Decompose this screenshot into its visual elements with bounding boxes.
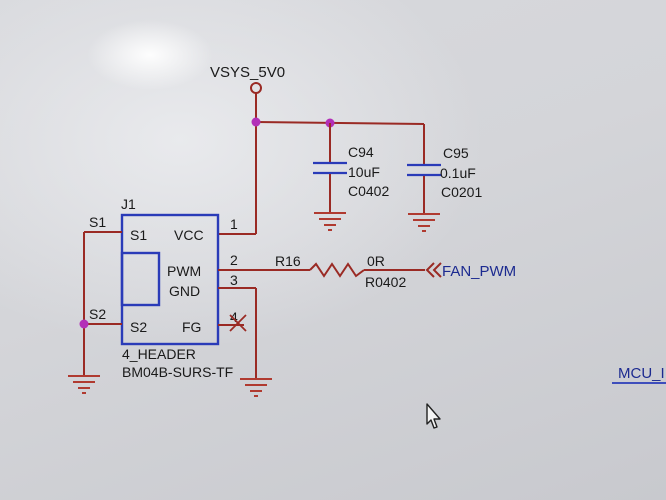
fan-pwm-net-label: FAN_PWM — [442, 263, 516, 280]
pin-label-fg: FG — [182, 319, 201, 335]
pin-label-vcc: VCC — [174, 227, 204, 243]
c94-value: 10uF — [348, 164, 380, 180]
mcu-net-label: MCU_I — [618, 365, 665, 382]
capacitor-c95 — [407, 124, 441, 232]
power-port-symbol — [250, 82, 262, 94]
pin-label-s2: S2 — [130, 319, 147, 335]
c95-value: 0.1uF — [440, 165, 476, 181]
pin-label-pwm: PWM — [167, 263, 201, 279]
resistor-ref: R16 — [275, 253, 301, 269]
connector-ref: J1 — [121, 196, 136, 212]
pin-number-1: 1 — [230, 216, 238, 232]
capacitor-c94 — [313, 123, 347, 231]
pin-label-gnd: GND — [169, 283, 200, 299]
c94-ref: C94 — [348, 144, 374, 160]
ground-symbol-pin3 — [240, 378, 272, 397]
resistor-r16 — [309, 262, 365, 278]
shell-net-s1: S1 — [89, 214, 106, 230]
mouse-cursor-icon — [426, 403, 441, 429]
pin-number-2: 2 — [230, 252, 238, 268]
pin-label-s1: S1 — [130, 227, 147, 243]
resistor-package: R0402 — [365, 274, 406, 290]
resistor-value: 0R — [367, 253, 385, 269]
shell-net-s2: S2 — [89, 306, 106, 322]
connector-part-number: BM04B-SURS-TF — [122, 364, 233, 380]
no-connect-icon — [229, 314, 247, 332]
c95-package: C0201 — [441, 184, 482, 200]
c95-ref: C95 — [443, 145, 469, 161]
ground-symbol-shell — [68, 375, 100, 394]
junction-dot-vcc — [251, 117, 261, 127]
connector-j1-latch — [120, 251, 161, 307]
vcc-rail-wire — [255, 121, 425, 125]
pin-number-4: 4 — [230, 309, 238, 325]
connector-part-type: 4_HEADER — [122, 346, 196, 362]
c94-package: C0402 — [348, 183, 389, 199]
fan-pwm-port-symbol — [425, 262, 442, 278]
pin-number-3: 3 — [230, 272, 238, 288]
power-net-label: VSYS_5V0 — [210, 64, 285, 81]
junction-dot-shell — [79, 319, 89, 329]
